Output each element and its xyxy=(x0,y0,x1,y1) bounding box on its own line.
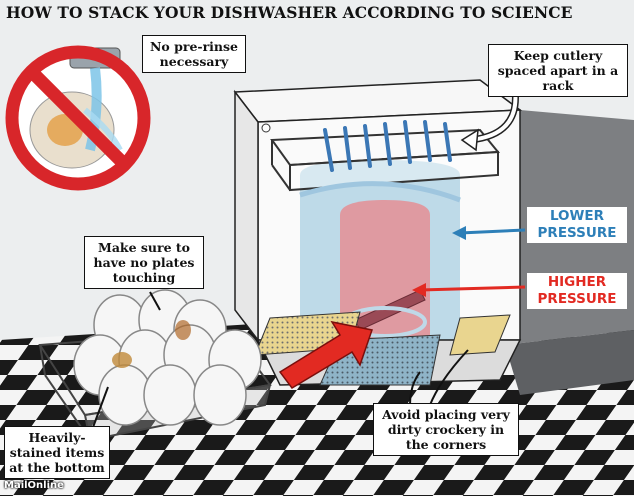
cutlery-callout: Keep cutlery spaced apart in a rack xyxy=(488,44,628,97)
cutlery-arrow xyxy=(469,89,518,142)
no-rinse-sign-icon xyxy=(5,45,151,191)
dish-rack xyxy=(38,289,272,442)
stained-callout: Heavily-stained items at the bottom xyxy=(4,426,110,479)
red-pointer-arrow xyxy=(278,320,373,389)
higher-pressure-arrow xyxy=(412,283,526,297)
lower-pressure-label: LOWER PRESSURE xyxy=(527,207,627,243)
cutlery-rack xyxy=(270,120,501,203)
no-prerinse-callout: No pre-rinse necessary xyxy=(142,35,246,73)
corners-pointer-left xyxy=(409,371,421,406)
lower-pressure-arrow xyxy=(452,226,526,240)
credit-label: MailOnline xyxy=(4,480,64,491)
higher-pressure-label: HIGHER PRESSURE xyxy=(527,273,627,309)
corners-pointer-right xyxy=(429,349,469,406)
page-title: HOW TO STACK YOUR DISHWASHER ACCORDING T… xyxy=(6,3,573,22)
corners-callout: Avoid placing very dirty crockery in the… xyxy=(373,403,519,456)
counter-base xyxy=(505,330,634,395)
plates-callout: Make sure to have no plates touching xyxy=(84,236,204,289)
stained-pointer xyxy=(91,386,109,431)
plates-pointer xyxy=(149,291,161,311)
